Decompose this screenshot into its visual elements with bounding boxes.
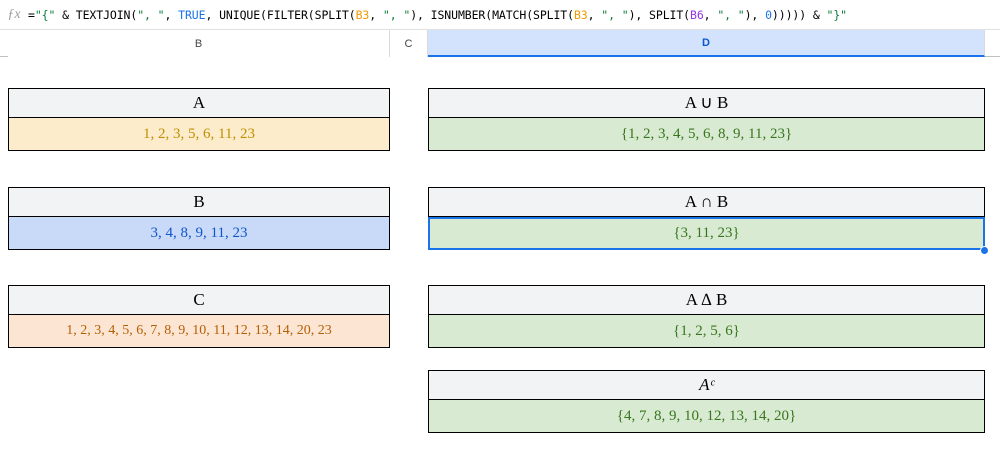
column-header-tail bbox=[985, 30, 1000, 56]
formula-token-delim2: ", " bbox=[382, 7, 411, 22]
formula-token-delim1: ", " bbox=[137, 7, 165, 22]
formula-token-string-close: "}" bbox=[826, 7, 848, 22]
column-header-row: B C D bbox=[0, 30, 1000, 57]
formula-token-textjoin: & TEXTJOIN( bbox=[55, 7, 138, 22]
formula-token-ref-b6: B6 bbox=[690, 7, 704, 22]
column-header-b[interactable]: B bbox=[8, 30, 390, 57]
formula-token-comma2: , bbox=[369, 7, 383, 22]
set-complement-value[interactable]: {4, 7, 8, 9, 10, 12, 13, 14, 20} bbox=[428, 400, 985, 433]
formula-token-string-open: "{" bbox=[34, 7, 56, 22]
formula-token-zero: 0 bbox=[765, 7, 772, 22]
set-symmetric-difference-title[interactable]: A ∆ B bbox=[428, 285, 985, 315]
formula-token-delim3: ", " bbox=[601, 7, 629, 22]
set-c-value[interactable]: 1, 2, 3, 4, 5, 6, 7, 8, 9, 10, 11, 12, 1… bbox=[8, 315, 390, 348]
set-b-title[interactable]: B bbox=[8, 187, 390, 217]
column-header-gutter bbox=[0, 30, 8, 56]
formula-token-isnumber-match-split: ), ISNUMBER(MATCH(SPLIT( bbox=[410, 7, 574, 22]
formula-input[interactable]: ="{" & TEXTJOIN(", ", TRUE, UNIQUE(FILTE… bbox=[28, 0, 847, 30]
set-complement-title[interactable]: Aᶜ bbox=[428, 370, 985, 400]
spreadsheet-grid: A 1, 2, 3, 5, 6, 11, 23 B 3, 4, 8, 9, 11… bbox=[0, 57, 1000, 450]
formula-bar[interactable]: ƒx ="{" & TEXTJOIN(", ", TRUE, UNIQUE(FI… bbox=[0, 0, 1000, 30]
set-b-value[interactable]: 3, 4, 8, 9, 11, 23 bbox=[8, 217, 390, 250]
set-union-title[interactable]: A ∪ B bbox=[428, 88, 985, 118]
formula-token-comma1: , bbox=[164, 7, 179, 22]
set-block-complement: Aᶜ {4, 7, 8, 9, 10, 12, 13, 14, 20} bbox=[428, 370, 985, 433]
set-symmetric-difference-value[interactable]: {1, 2, 5, 6} bbox=[428, 315, 985, 348]
fx-icon: ƒx bbox=[7, 6, 21, 22]
formula-token-true: TRUE bbox=[178, 7, 206, 22]
set-c-title[interactable]: C bbox=[8, 285, 390, 315]
set-block-symmetric-difference: A ∆ B {1, 2, 5, 6} bbox=[428, 285, 985, 348]
formula-token-comma4: , bbox=[703, 7, 718, 22]
set-intersection-title[interactable]: A ∩ B bbox=[428, 187, 985, 217]
formula-token-comma3: , bbox=[587, 7, 602, 22]
set-block-union: A ∪ B {1, 2, 3, 4, 5, 6, 8, 9, 11, 23} bbox=[428, 88, 985, 151]
set-block-intersection: A ∩ B {3, 11, 23} bbox=[428, 187, 989, 255]
set-block-b: B 3, 4, 8, 9, 11, 23 bbox=[8, 187, 390, 250]
set-block-a: A 1, 2, 3, 5, 6, 11, 23 bbox=[8, 88, 390, 151]
selection-fill-handle[interactable] bbox=[980, 246, 989, 255]
formula-token-ref-b3-second: B3 bbox=[573, 7, 588, 22]
formula-token-unique-filter-split: , UNIQUE(FILTER(SPLIT( bbox=[205, 7, 356, 22]
column-header-d[interactable]: D bbox=[428, 30, 985, 57]
formula-token-ref-b3-first: B3 bbox=[355, 7, 370, 22]
formula-token-close-parens: ))))) & bbox=[771, 7, 827, 22]
set-union-value[interactable]: {1, 2, 3, 4, 5, 6, 8, 9, 11, 23} bbox=[428, 118, 985, 151]
set-block-c: C 1, 2, 3, 4, 5, 6, 7, 8, 9, 10, 11, 12,… bbox=[8, 285, 390, 348]
formula-token-delim4: ", " bbox=[717, 7, 745, 22]
set-a-title[interactable]: A bbox=[8, 88, 390, 118]
formula-token-equals: = bbox=[28, 7, 35, 22]
formula-token-comma5: ), bbox=[744, 7, 766, 22]
set-a-value[interactable]: 1, 2, 3, 5, 6, 11, 23 bbox=[8, 118, 390, 151]
set-intersection-value[interactable]: {3, 11, 23} bbox=[428, 217, 985, 250]
formula-token-split-open: ), SPLIT( bbox=[628, 7, 691, 22]
column-header-c[interactable]: C bbox=[390, 30, 428, 57]
